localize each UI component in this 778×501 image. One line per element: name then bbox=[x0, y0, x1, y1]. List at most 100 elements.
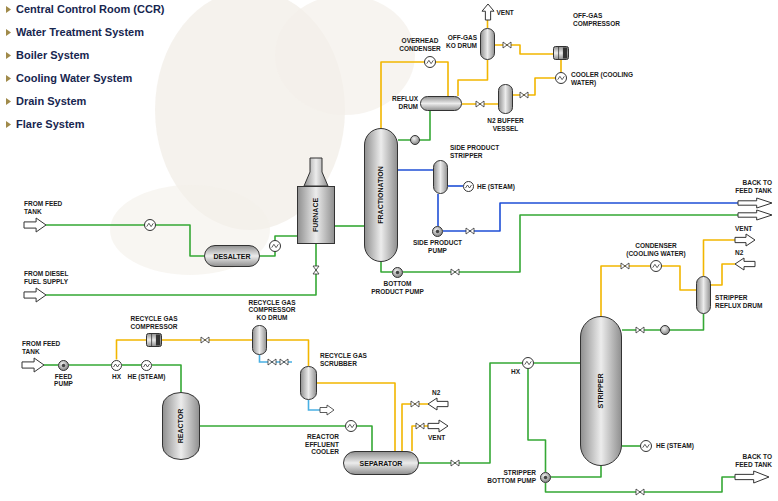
flow-arrow bbox=[738, 198, 772, 208]
equipment-outline bbox=[428, 420, 448, 432]
system-name: Central Control Room (CCR) bbox=[16, 3, 165, 15]
exchanger-coil bbox=[558, 76, 565, 79]
flow-arrow bbox=[735, 471, 769, 483]
vessel: RECYCLE GAS COMPRESSOR KO DRUM bbox=[252, 325, 267, 355]
valve-symbol bbox=[636, 489, 644, 495]
heat-exchanger: HE (STEAM) bbox=[463, 181, 474, 192]
label-holder: SEPARATOR bbox=[343, 451, 419, 475]
label-holder: STRIPPER REFLUX DRUM bbox=[715, 294, 767, 309]
valve-symbol bbox=[636, 327, 644, 333]
drum: DESALTER bbox=[204, 245, 260, 267]
equipment-outline bbox=[738, 198, 772, 220]
furnace-body bbox=[298, 187, 335, 244]
label-holder: DESALTER bbox=[204, 245, 260, 267]
equipment-outline bbox=[480, 28, 495, 60]
heat-exchanger-symbol bbox=[145, 220, 156, 231]
pump-impeller bbox=[396, 271, 400, 275]
heat-exchanger-coil bbox=[272, 244, 279, 247]
label-holder: VENT bbox=[428, 434, 454, 442]
exchanger-coil bbox=[653, 264, 660, 267]
vessel: N2 BUFFER VESSEL bbox=[498, 84, 513, 114]
equipment-outline bbox=[22, 358, 44, 372]
label-holder: RECYCLE GAS SCRUBBER bbox=[320, 352, 370, 367]
equipment-outline bbox=[735, 471, 769, 483]
flow-terminal: N2 bbox=[428, 398, 448, 410]
pump: STRIPPER BOTTOM PUMP bbox=[540, 472, 551, 483]
process-line bbox=[662, 266, 696, 290]
heat-exchanger: HX bbox=[522, 357, 534, 369]
equipment-outline bbox=[300, 366, 317, 400]
equipment-label: RECYCLE GAS SCRUBBER bbox=[320, 352, 370, 367]
vessel-body bbox=[434, 161, 448, 194]
label-holder: CONDENSER (COOLING WATER) bbox=[621, 242, 691, 257]
vessel: REACTOR bbox=[162, 392, 200, 460]
equipment-label: STRIPPER BOTTOM PUMP bbox=[484, 469, 536, 484]
vessel-body bbox=[697, 277, 711, 314]
process-line bbox=[436, 62, 448, 96]
label-holder: N2 bbox=[432, 389, 452, 397]
exchanger-shell bbox=[112, 360, 122, 370]
equipment-label: HE (STEAM) bbox=[656, 442, 704, 450]
process-line bbox=[546, 477, 736, 492]
label-holder: N2 bbox=[735, 249, 755, 257]
equipment-outline bbox=[24, 218, 46, 232]
process-line bbox=[560, 60, 562, 72]
vessel-body bbox=[163, 393, 200, 460]
vessel: RECYCLE GAS SCRUBBER bbox=[300, 366, 317, 400]
equipment-outline bbox=[428, 398, 448, 410]
label-holder: RECYCLE GAS COMPRESSOR KO DRUM bbox=[246, 299, 298, 322]
compressor-body bbox=[554, 47, 569, 60]
drain-line bbox=[309, 400, 321, 410]
equipment-label: OVERHEAD CONDENSER bbox=[397, 37, 443, 52]
equipment-label: CONDENSER (COOLING WATER) bbox=[621, 242, 691, 257]
system-list-item: Drain System bbox=[16, 95, 86, 108]
equipment-label: HE (STEAM) bbox=[477, 183, 527, 191]
process-line bbox=[398, 169, 433, 171]
process-line bbox=[260, 236, 297, 256]
equipment-label: RECYCLE GAS COMPRESSOR bbox=[126, 315, 182, 330]
compressor: RECYCLE GAS COMPRESSOR bbox=[146, 333, 162, 347]
bullet-icon bbox=[6, 29, 11, 36]
heat-exchanger: COOLER (COOLING WATER) bbox=[555, 72, 567, 84]
flow-arrow bbox=[24, 218, 46, 232]
equipment-outline bbox=[141, 360, 152, 371]
equipment-outline bbox=[58, 360, 69, 371]
heat-exchanger-coil bbox=[147, 223, 154, 226]
label-holder: STRIPPER bbox=[597, 373, 605, 408]
process-line bbox=[412, 426, 428, 451]
exchanger-shell bbox=[556, 73, 567, 84]
pump-symbol bbox=[411, 136, 420, 145]
system-name: Boiler System bbox=[16, 49, 89, 61]
equipment-outline bbox=[252, 325, 267, 355]
equipment-label: COOLER (COOLING WATER) bbox=[571, 71, 643, 86]
exchanger-shell bbox=[425, 57, 436, 68]
drum-body bbox=[205, 246, 260, 267]
heat-exchanger: CONDENSER (COOLING WATER) bbox=[650, 260, 662, 272]
valve-symbol bbox=[280, 359, 288, 365]
exchanger-coil bbox=[114, 364, 120, 367]
valve-symbol bbox=[416, 423, 424, 429]
flow-terminal: FROM DIESEL FUEL SUPPLY bbox=[24, 288, 46, 302]
heat-exchanger: REACTOR EFFLUENT COOLER bbox=[345, 420, 357, 432]
process-line bbox=[200, 425, 345, 427]
system-list-item: Boiler System bbox=[16, 49, 89, 62]
process-line bbox=[381, 62, 424, 128]
process-line bbox=[711, 264, 735, 285]
flow-terminal: BACK TO FEED TANK bbox=[738, 198, 772, 220]
equipment-label: REACTOR bbox=[177, 409, 185, 443]
process-line bbox=[487, 20, 489, 28]
pump-symbol bbox=[661, 326, 670, 335]
drum-body bbox=[421, 97, 462, 111]
equipment-outline bbox=[433, 160, 448, 194]
process-line bbox=[443, 203, 738, 231]
process-line bbox=[46, 225, 204, 256]
equipment-label: HE (STEAM) bbox=[125, 373, 169, 381]
compressor-body bbox=[147, 334, 162, 347]
compressor-drive bbox=[563, 48, 567, 59]
heat-exchanger: HE (STEAM) bbox=[141, 360, 152, 371]
equipment-label: VENT bbox=[735, 225, 761, 233]
equipment-label: STRIPPER REFLUX DRUM bbox=[715, 294, 767, 309]
vessel: FRACTIONATION bbox=[364, 128, 398, 262]
compressor-seam bbox=[151, 334, 152, 346]
process-line bbox=[704, 240, 736, 276]
